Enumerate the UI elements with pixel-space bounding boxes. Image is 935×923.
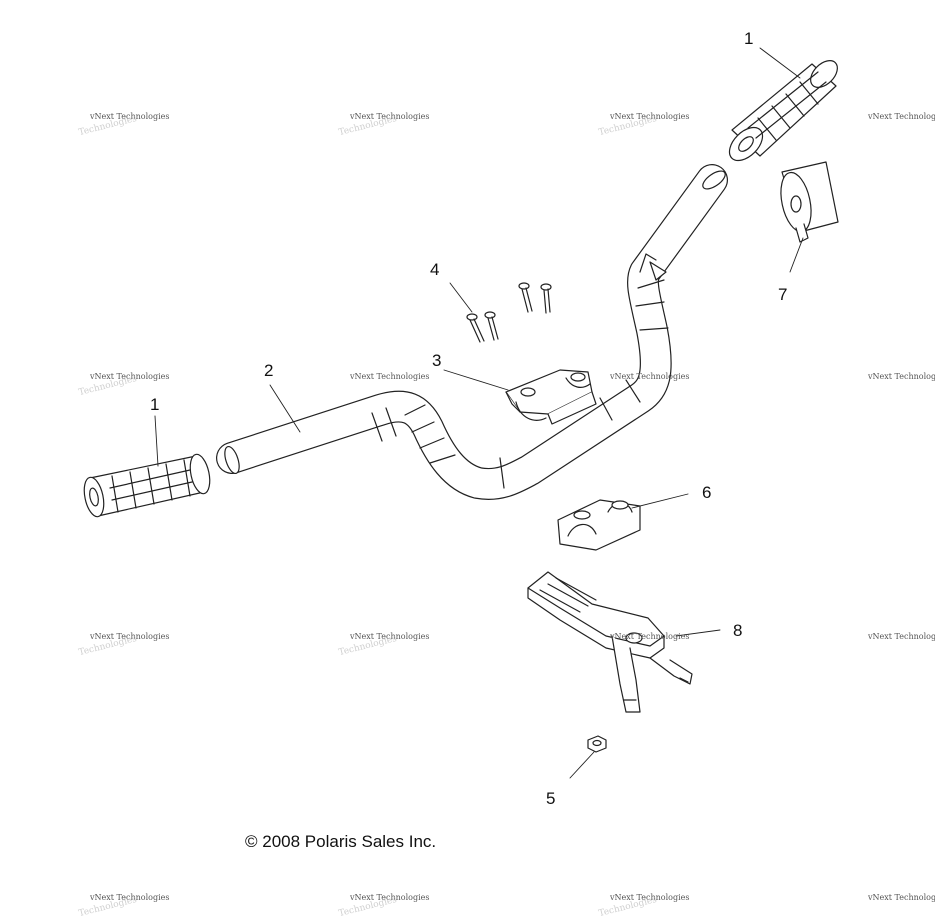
callout-grip-right: 1: [744, 29, 753, 48]
handlebar: [216, 164, 728, 500]
watermark: vNext Technologies: [868, 893, 935, 902]
watermark: vNext Technologies: [868, 112, 935, 121]
end-cap: [780, 161, 839, 243]
left-grip: [83, 453, 211, 518]
callout-bolts: 4: [430, 260, 439, 279]
callout-handlebar: 2: [264, 361, 273, 380]
nut: [587, 735, 607, 753]
right-grip: [728, 60, 838, 162]
leader-lines: [154, 47, 804, 779]
callout-upper-clamp: 3: [432, 351, 441, 370]
callout-nut: 5: [546, 789, 555, 808]
watermark: vNext Technologies: [610, 632, 690, 641]
watermark: vNext Technologies: [868, 372, 935, 381]
bolts: [466, 282, 552, 343]
bracket: [527, 571, 693, 713]
callout-end-cap: 7: [778, 285, 787, 304]
upper-clamp: [505, 369, 597, 425]
lower-clamp: [557, 499, 641, 551]
copyright-notice: © 2008 Polaris Sales Inc.: [245, 832, 437, 851]
watermark: vNext Technologies: [868, 632, 935, 641]
callout-grip-left: 1: [150, 395, 159, 414]
callout-bracket: 8: [733, 621, 742, 640]
callout-lower-clamp: 6: [702, 483, 711, 502]
watermark: vNext Technologies: [610, 372, 690, 381]
watermark: vNext Technologies: [350, 372, 430, 381]
